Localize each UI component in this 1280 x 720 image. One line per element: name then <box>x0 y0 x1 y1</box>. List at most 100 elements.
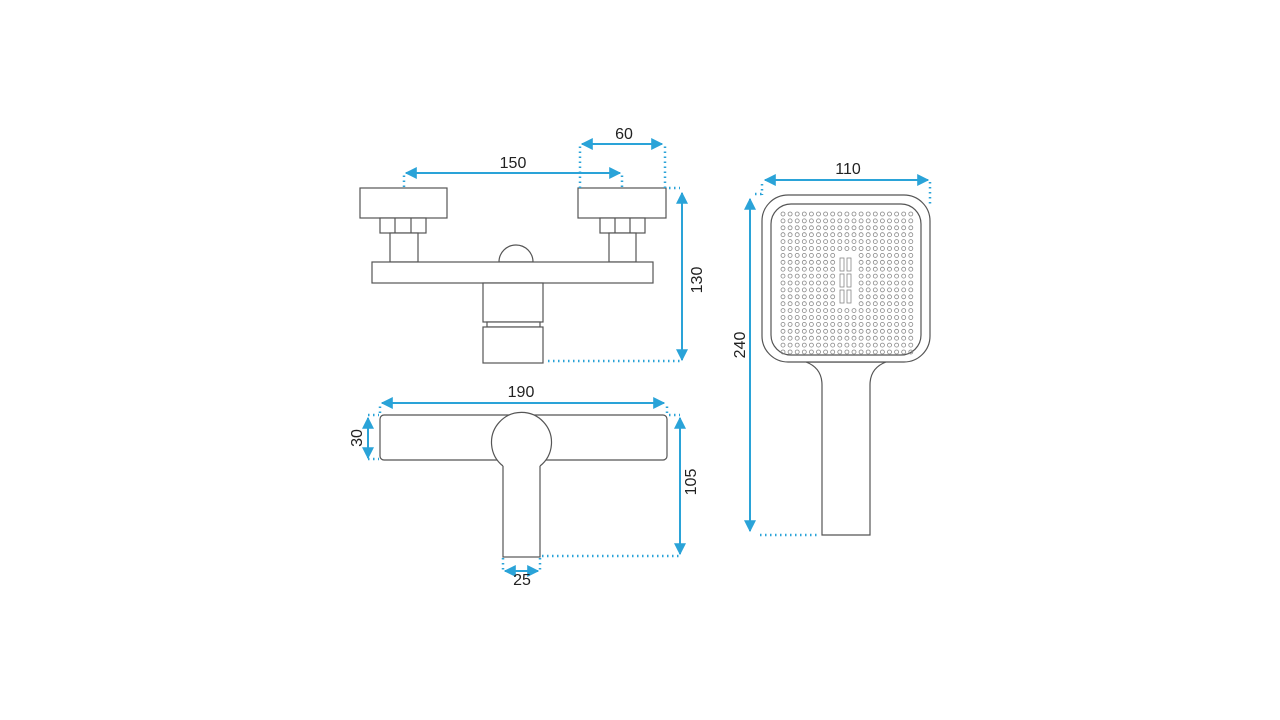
nozzle-hole <box>894 232 899 238</box>
nozzle-hole <box>801 232 807 238</box>
nozzle-hole <box>872 252 878 258</box>
nozzle-hole <box>908 301 914 307</box>
nozzle-hole <box>809 211 814 217</box>
nozzle-hole <box>858 239 864 245</box>
nozzle-hole <box>780 232 786 238</box>
nozzle-hole <box>858 349 864 355</box>
nozzle-hole <box>780 246 786 251</box>
nozzle-hole <box>844 239 850 245</box>
nozzle-hole <box>844 211 850 217</box>
nozzle-hole <box>780 225 786 231</box>
nozzle-hole <box>816 218 821 224</box>
nozzle-hole <box>872 328 878 334</box>
nozzle-hole <box>801 321 807 327</box>
nozzle-hole <box>823 342 828 348</box>
nozzle-hole <box>816 211 821 217</box>
nozzle-hole <box>816 308 821 314</box>
nozzle-hole <box>844 246 850 251</box>
nozzle-hole <box>794 335 800 341</box>
nozzle-hole <box>901 321 907 327</box>
nozzle-hole <box>816 232 821 238</box>
nozzle-hole <box>901 287 907 293</box>
nozzle-hole <box>823 315 828 320</box>
nozzle-hole <box>908 287 914 293</box>
right-stem <box>608 232 637 263</box>
dim-105-label: 105 <box>683 469 700 496</box>
nozzle-hole <box>780 259 786 265</box>
nozzle-hole <box>908 246 914 251</box>
nozzle-hole <box>801 259 807 265</box>
dim-60-label: 60 <box>615 126 633 143</box>
nozzle-hole <box>908 280 914 286</box>
nozzle-hole <box>794 218 800 224</box>
nozzle-hole <box>872 342 878 348</box>
nozzle-hole <box>894 252 899 258</box>
nozzle-hole <box>872 239 878 245</box>
nozzle-hole <box>872 280 878 286</box>
nozzle-hole <box>865 266 871 272</box>
nozzle-hole <box>823 218 828 224</box>
nozzle-hole <box>880 308 885 314</box>
nozzle-hole <box>901 349 907 355</box>
dim-30-label: 30 <box>349 429 366 447</box>
nozzle-hole <box>794 349 800 355</box>
nozzle-hole <box>858 342 864 348</box>
nozzle-hole <box>809 232 814 238</box>
nozzle-hole <box>823 266 828 272</box>
nozzle-hole <box>780 239 786 245</box>
shower-head-inner <box>770 203 922 356</box>
nozzle-hole <box>809 246 814 251</box>
nozzle-hole <box>801 308 807 314</box>
nozzle-hole <box>844 328 850 334</box>
nozzle-hole <box>880 218 885 224</box>
nozzle-hole <box>816 287 821 293</box>
nozzle-hole <box>787 239 793 245</box>
nozzle-hole <box>787 225 793 231</box>
nozzle-hole <box>908 225 914 231</box>
nozzle-hole <box>858 308 864 314</box>
nozzle-hole <box>908 308 914 314</box>
nozzle-hole <box>801 211 807 217</box>
nozzle-hole <box>801 342 807 348</box>
nozzle-hole <box>894 287 899 293</box>
nozzle-hole <box>865 211 871 217</box>
nozzle-hole <box>801 315 807 320</box>
nozzle-hole <box>816 239 821 245</box>
nozzle-hole <box>865 294 871 300</box>
nozzle-hole <box>780 328 786 334</box>
nozzle-hole <box>894 349 899 355</box>
nozzle-hole <box>851 225 857 231</box>
nozzle-hole <box>837 342 843 348</box>
nozzle-hole <box>858 335 864 341</box>
nozzle-hole <box>823 335 828 341</box>
nozzle-hole <box>823 321 828 327</box>
nozzle-hole <box>837 321 843 327</box>
nozzle-hole <box>901 252 907 258</box>
nozzle-hole <box>865 232 871 238</box>
nozzle-hole <box>801 225 807 231</box>
nozzle-hole <box>901 335 907 341</box>
nozzle-hole <box>887 315 892 320</box>
nozzle-hole <box>823 349 828 355</box>
nozzle-hole <box>787 308 793 314</box>
nozzle-hole <box>801 239 807 245</box>
nozzle-hole <box>780 301 786 307</box>
nozzle-hole <box>901 273 907 279</box>
nozzle-hole <box>809 342 814 348</box>
nozzle-hole <box>823 273 828 279</box>
nozzle-hole <box>823 328 828 334</box>
nozzle-hole <box>844 349 850 355</box>
nozzle-hole <box>858 328 864 334</box>
nozzle-hole <box>830 315 836 320</box>
dim-240-label: 240 <box>732 332 749 359</box>
nozzle-hole <box>809 308 814 314</box>
nozzle-hole <box>908 349 914 355</box>
nozzle-hole <box>809 301 814 307</box>
nozzle-hole <box>830 342 836 348</box>
nozzle-hole <box>830 328 836 334</box>
nozzle-hole <box>830 259 836 265</box>
nozzle-hole <box>787 280 793 286</box>
nozzle-hole <box>823 308 828 314</box>
nozzle-hole <box>830 321 836 327</box>
